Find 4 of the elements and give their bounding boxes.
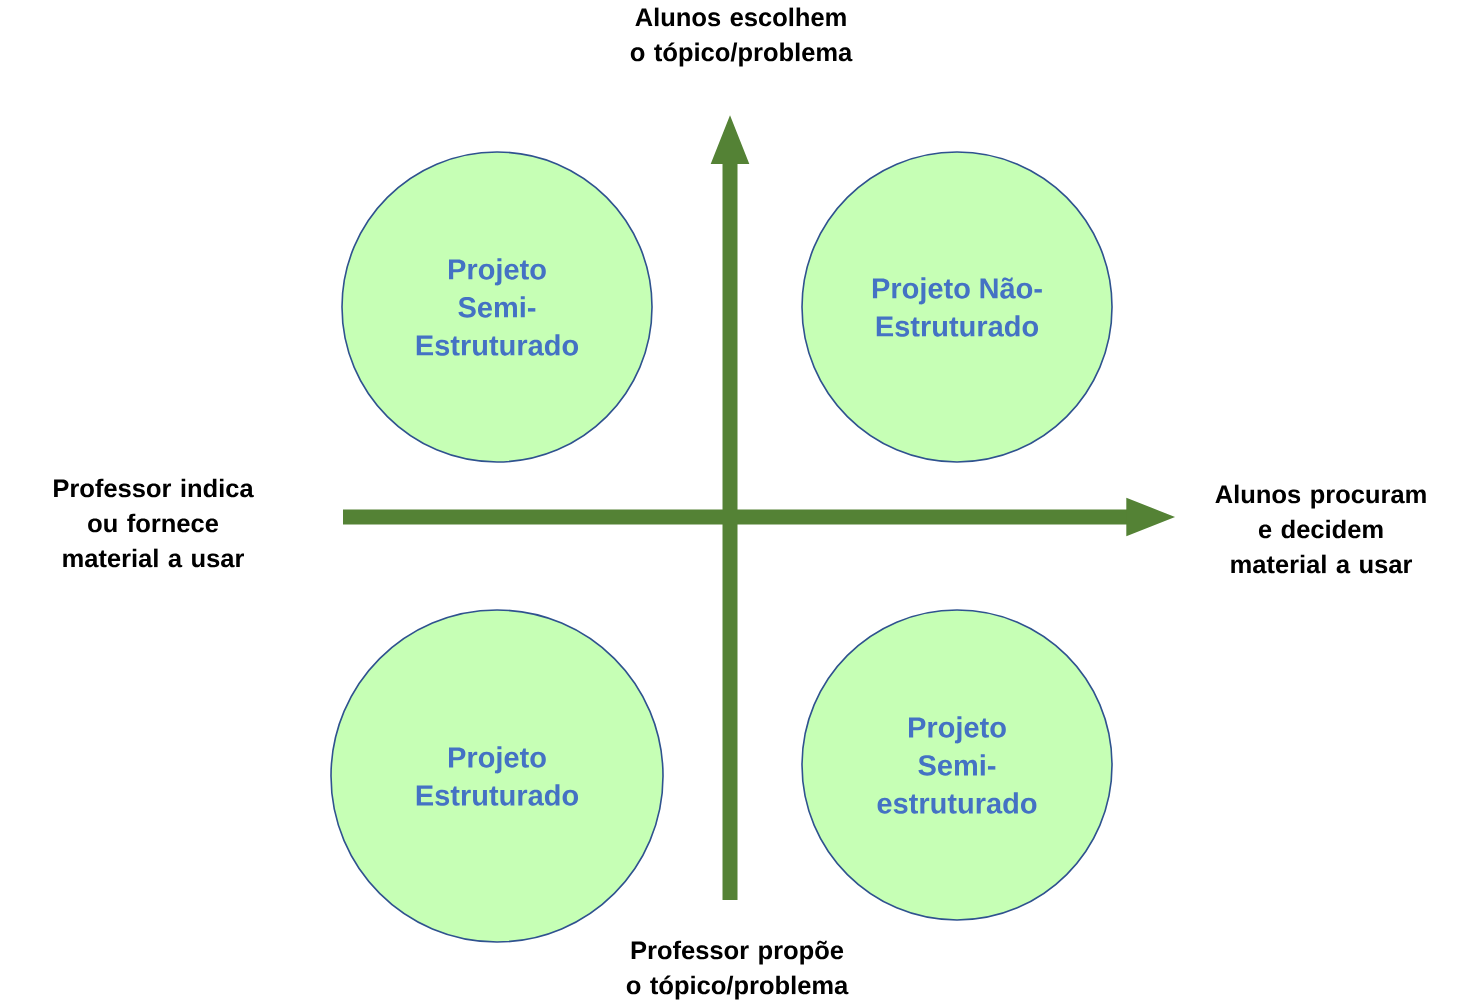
- axis-label: Alunos procuram e decidem material a usar: [1215, 484, 1426, 574]
- axis-label: Alunos escolhem o tópico/problema: [630, 7, 853, 67]
- axis-label: Professor propõe o tópico/problema: [626, 940, 849, 1000]
- axis-label: Professor indica ou fornece material a usar: [54, 478, 254, 568]
